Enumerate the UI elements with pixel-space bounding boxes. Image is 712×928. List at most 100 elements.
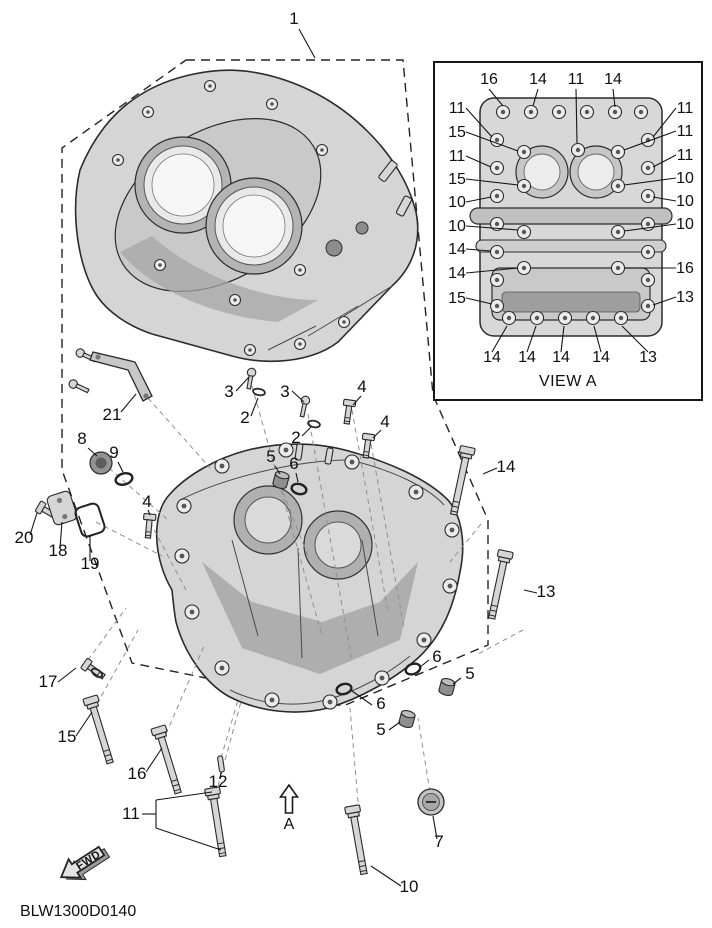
- case-boss: [214, 458, 230, 474]
- plug-item-5: [397, 708, 417, 730]
- callout-3-a: 3: [224, 382, 233, 401]
- callout-5-a: 5: [266, 447, 275, 466]
- case-boss: [408, 484, 424, 500]
- callout-11: 11: [122, 804, 140, 823]
- case-boss: [344, 454, 360, 470]
- callout-8: 8: [77, 429, 86, 448]
- oil-passage-hole: [355, 221, 369, 235]
- va-callout-bottom-4: 13: [639, 349, 657, 366]
- diagram-code: BLW1300D0140: [20, 903, 136, 920]
- callout-12: 12: [209, 772, 228, 791]
- assembly-axis-lines: [87, 385, 524, 803]
- deck-shadow: [120, 236, 318, 322]
- case-recess: [202, 562, 418, 674]
- va-callout-left-1: 15: [448, 124, 466, 141]
- oring-item-6: [290, 482, 308, 496]
- va-callout-left-3: 15: [448, 171, 466, 188]
- va-callout-bottom-0: 14: [483, 349, 501, 366]
- fwd-arrow: FWD: [59, 845, 111, 881]
- screw-item-3: [244, 367, 257, 390]
- va-callout-left-0: 11: [449, 100, 466, 117]
- oil-passage-hole: [325, 239, 343, 257]
- plug-item-5: [437, 676, 457, 698]
- deck-boss: [111, 153, 125, 167]
- va-callout-right-0: 11: [677, 100, 694, 117]
- cover-item-18: [46, 490, 78, 526]
- crankcase-group-outline: [61, 59, 489, 707]
- cap-item-7: [417, 788, 445, 816]
- fwd-arrow-icon: [59, 845, 106, 879]
- deck-boss: [293, 263, 307, 277]
- va-callout-top-0: 16: [480, 71, 498, 88]
- case-boss: [374, 670, 390, 686]
- callout-5-c: 5: [376, 720, 385, 739]
- va-callout-right-6: 16: [676, 260, 694, 277]
- callout-4-b: 4: [380, 412, 389, 431]
- callout-3-b: 3: [280, 382, 289, 401]
- bolt-item-11: [204, 786, 231, 858]
- callout-4-a: 4: [357, 377, 366, 396]
- oring-item-6: [335, 682, 353, 696]
- case-boss: [184, 604, 200, 620]
- deck-boss: [153, 258, 167, 272]
- callout-21: 21: [103, 405, 122, 424]
- deck-boss: [203, 79, 217, 93]
- deck-boss: [265, 97, 279, 111]
- callout-2-a: 2: [240, 408, 249, 427]
- arrow-a-label: A: [284, 816, 295, 833]
- view-a-panel: 16 14 11 14 11 15 11 15 10 10 14 14 15 1…: [433, 61, 703, 401]
- bracket-item-21: [89, 351, 153, 402]
- callout-7: 7: [434, 832, 443, 851]
- callout-4-c: 4: [142, 492, 151, 511]
- case-boss: [442, 578, 458, 594]
- arrow-a-icon: [278, 783, 300, 814]
- flange-boss: [337, 315, 351, 329]
- balancer-bar: [475, 239, 667, 253]
- va-callout-left-5: 10: [448, 218, 466, 235]
- view-a-caption: VIEW A: [539, 373, 597, 390]
- callout-17: 17: [39, 672, 58, 691]
- stud-bolt: [395, 195, 413, 217]
- va-callout-top-1: 14: [529, 71, 547, 88]
- upper-crankcase-illustration: [74, 69, 419, 363]
- va-callout-left-4: 10: [448, 194, 466, 211]
- callout-6-a: 6: [289, 454, 298, 473]
- case-boss: [174, 548, 190, 564]
- va-callout-left-2: 11: [449, 148, 466, 165]
- bracket-screw: [67, 377, 91, 396]
- deck-boss: [141, 105, 155, 119]
- deck-boss: [228, 293, 242, 307]
- case-boss: [322, 694, 338, 710]
- flange-boss: [293, 337, 307, 351]
- va-callout-right-3: 10: [676, 170, 694, 187]
- va-callout-right-4: 10: [676, 193, 694, 210]
- main-callout-labels: 1 3 2 3 2 4 4 21 8 9 5 6 4 20 18 19 14 1…: [15, 9, 556, 896]
- direction-arrow-a: A: [278, 783, 300, 833]
- crankshaft-bar: [469, 207, 673, 225]
- stud-bolt: [378, 160, 398, 182]
- pin-item-12: [217, 755, 225, 773]
- main-leader-lines: [29, 28, 538, 887]
- callout-10: 10: [400, 877, 419, 896]
- oring-item-9: [114, 472, 134, 486]
- flange-boss: [243, 343, 257, 357]
- bolt-item-16: [150, 724, 186, 796]
- callout-18: 18: [49, 541, 68, 560]
- callout-6-b: 6: [432, 647, 441, 666]
- va-callout-top-3: 14: [604, 71, 622, 88]
- callout-14: 14: [497, 457, 516, 476]
- va-callout-right-7: 13: [676, 289, 694, 306]
- case-boss: [416, 632, 432, 648]
- sump-recess: [501, 291, 641, 313]
- va-callout-right-1: 11: [677, 123, 694, 140]
- case-boss: [176, 498, 192, 514]
- callout-19: 19: [81, 554, 100, 573]
- lower-crankcase-illustration: [155, 442, 464, 713]
- callout-5-b: 5: [465, 664, 474, 683]
- view-a-callout-labels: 16 14 11 14 11 15 11 15 10 10 14 14 15 1…: [448, 71, 694, 366]
- case-boss: [264, 692, 280, 708]
- callout-2-b: 2: [291, 428, 300, 447]
- view-a-leader-lines: [465, 88, 677, 353]
